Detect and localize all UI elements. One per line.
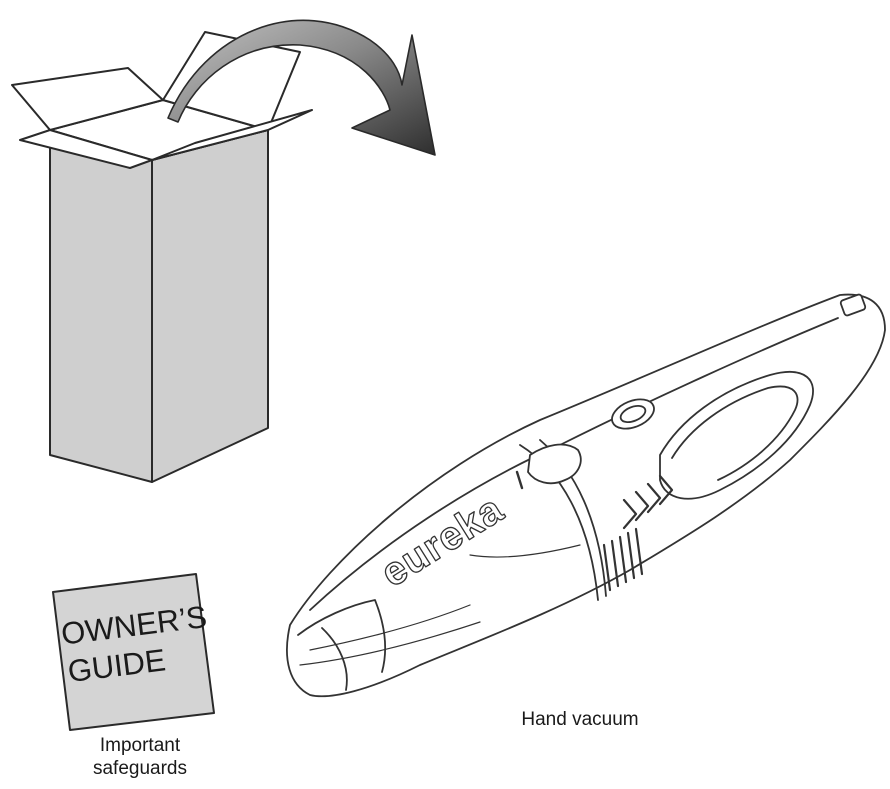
vacuum-nozzle bbox=[297, 599, 386, 691]
vacuum-handle-inner bbox=[671, 385, 799, 481]
box-icon bbox=[11, 31, 313, 483]
vacuum-body bbox=[286, 293, 886, 698]
box-flap-left bbox=[11, 67, 164, 131]
owners-guide-booklet: OWNER’S GUIDE bbox=[52, 573, 215, 731]
box-flap-back bbox=[162, 31, 301, 131]
hand-vacuum-icon: eureka bbox=[286, 293, 886, 698]
vacuum-cup-lines bbox=[299, 544, 581, 666]
box-front-face bbox=[49, 129, 153, 483]
arrow-icon bbox=[167, 19, 436, 156]
box-flap-right bbox=[151, 109, 313, 161]
vent-grille bbox=[602, 474, 674, 592]
vacuum-handle-opening bbox=[659, 370, 814, 500]
caption-guide-line1: Important bbox=[99, 735, 181, 756]
box-side-face bbox=[151, 129, 269, 483]
charge-indicator bbox=[839, 293, 867, 317]
caption-hand-vacuum: Hand vacuum bbox=[521, 709, 639, 730]
release-button bbox=[527, 443, 582, 485]
caption-guide-line2: safeguards bbox=[92, 758, 187, 779]
caption-important-safeguards: Important safeguards bbox=[70, 734, 210, 780]
logo-mark bbox=[515, 470, 524, 490]
box-flap-front bbox=[19, 129, 153, 169]
